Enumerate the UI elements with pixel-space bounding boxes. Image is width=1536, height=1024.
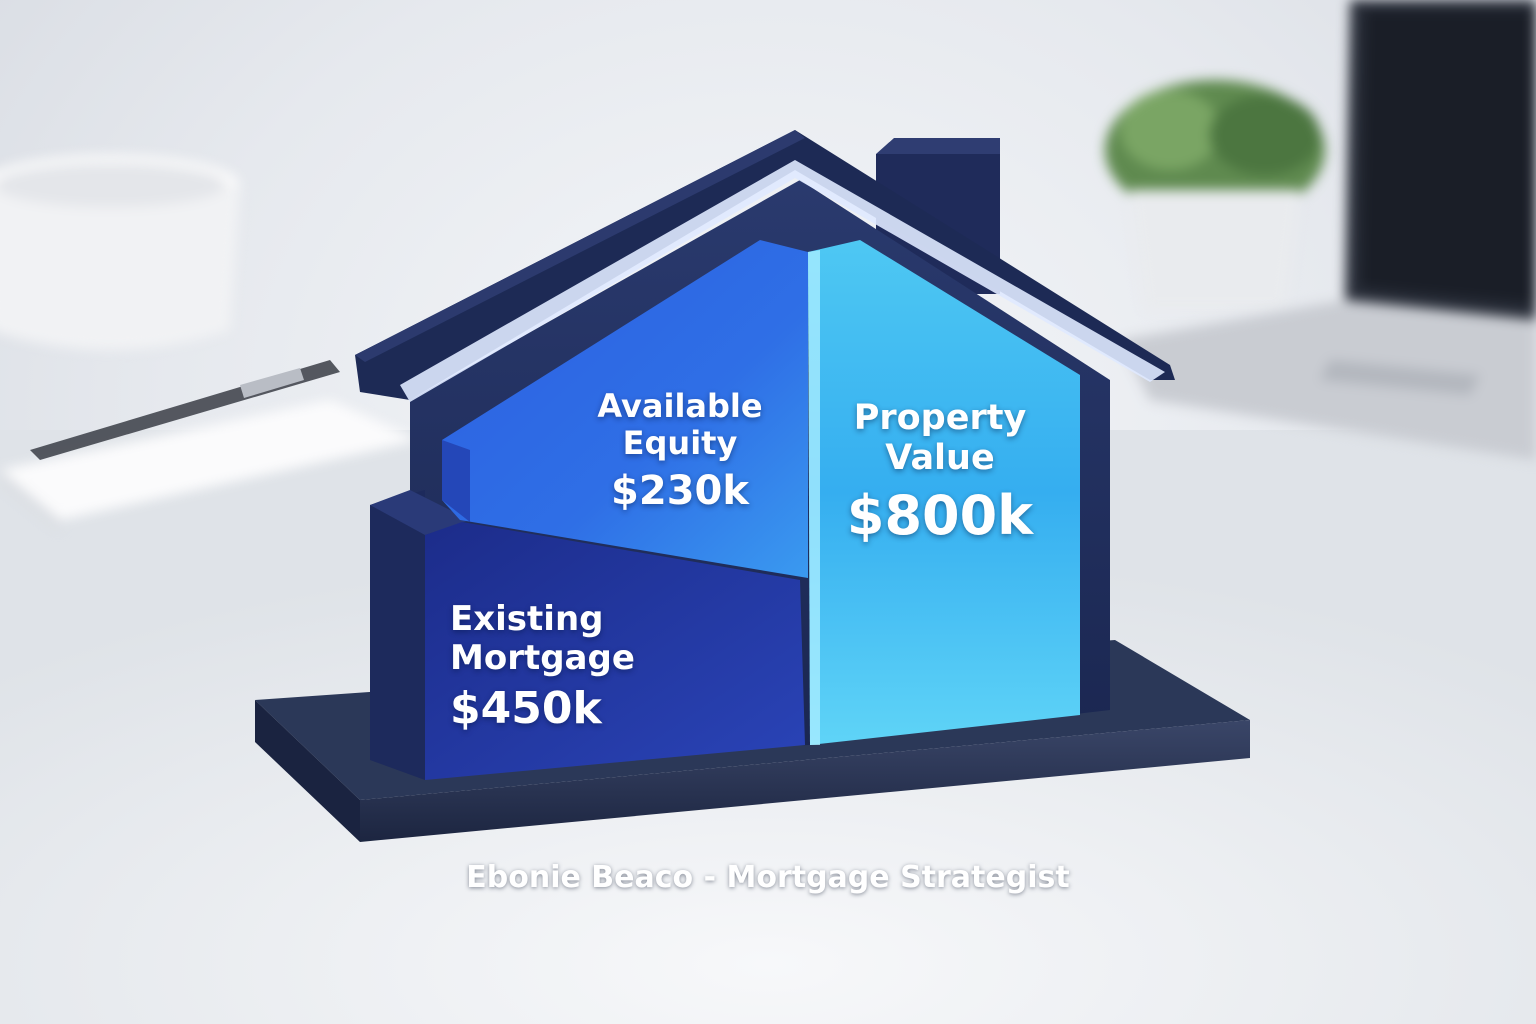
property-line-2: Value xyxy=(885,438,995,479)
property-line-1: Property xyxy=(853,398,1027,438)
pen-icon xyxy=(30,360,340,460)
property-value-label: Property Value $800k xyxy=(820,398,1060,547)
house-roof xyxy=(355,130,1175,402)
plant xyxy=(1105,80,1325,310)
equity-amount: $230k xyxy=(611,467,749,514)
mortgage-line-2: Mortgage xyxy=(450,638,635,679)
notebook xyxy=(0,400,420,530)
property-amount: $800k xyxy=(846,483,1034,547)
available-equity-label: Available Equity $230k xyxy=(575,388,785,514)
equity-line-1: Available xyxy=(597,387,763,425)
equity-line-2: Equity xyxy=(622,423,738,462)
caption: Ebonie Beaco - Mortgage Strategist xyxy=(466,860,1070,895)
laptop xyxy=(1120,0,1536,460)
mortgage-amount: $450k xyxy=(450,683,602,735)
equity-segment xyxy=(442,240,808,578)
existing-mortgage-label: Existing Mortgage $450k xyxy=(450,599,650,735)
mortgage-segment xyxy=(425,522,805,780)
mortgage-line-1: Existing xyxy=(450,599,604,639)
coffee-cup xyxy=(0,155,240,350)
property-value-segment xyxy=(808,240,1080,745)
